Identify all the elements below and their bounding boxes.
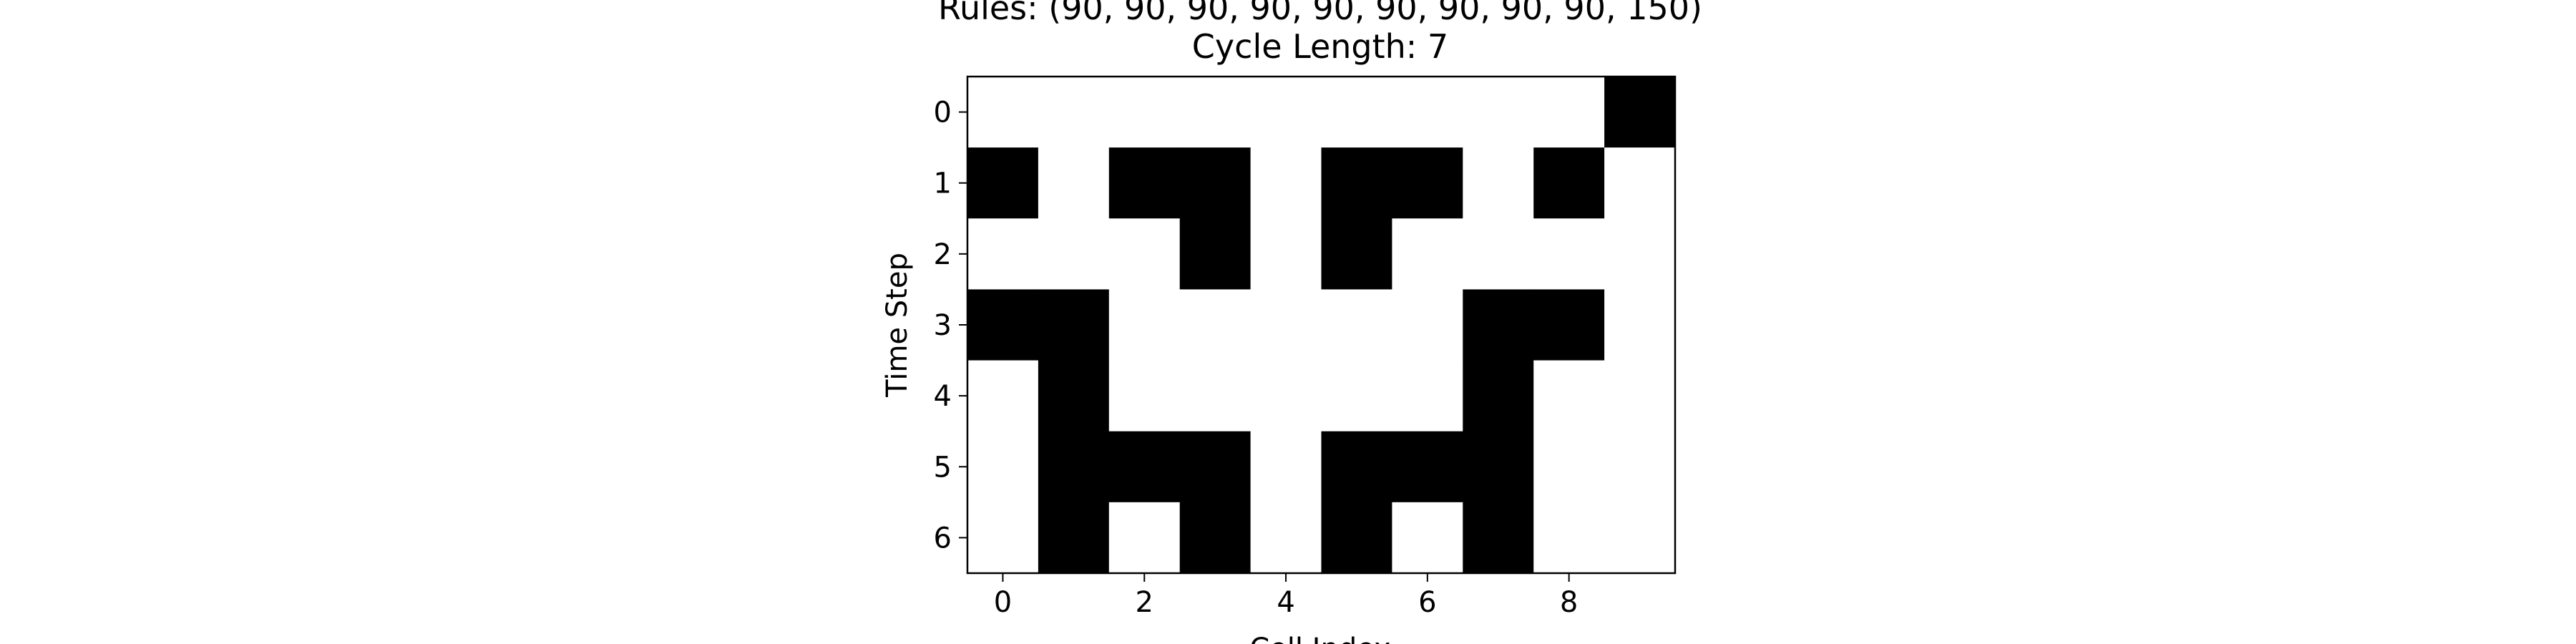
heatmap-cell-r2-c7 — [1463, 218, 1534, 291]
heatmap-cell-r3-c3 — [1179, 289, 1252, 361]
heatmap-cell-r6-c4 — [1250, 502, 1322, 574]
heatmap-cell-r4-c6 — [1392, 360, 1463, 432]
y-axis-label: Time Step — [881, 253, 914, 398]
heatmap-cell-r6-c6 — [1392, 502, 1463, 574]
heatmap-cell-r3-c0 — [967, 289, 1039, 361]
heatmap-cell-r4-c9 — [1604, 360, 1676, 432]
heatmap-cell-r5-c1 — [1038, 431, 1110, 503]
heatmap-cell-r6-c1 — [1038, 502, 1110, 574]
heatmap-cell-r3-c6 — [1392, 289, 1463, 361]
heatmap-cell-r1-c7 — [1463, 147, 1534, 219]
heatmap-cell-r2-c4 — [1250, 218, 1322, 291]
ticks-layer: 0 2 4 6 8 0 1 2 3 4 5 6 — [934, 97, 1579, 619]
heatmap-cell-r4-c8 — [1533, 360, 1605, 432]
heatmap-cell-r0-c8 — [1533, 77, 1605, 148]
heatmap-cell-r0-c7 — [1463, 77, 1534, 148]
heatmap-cell-r6-c8 — [1533, 502, 1605, 574]
heatmap-cell-r4-c0 — [967, 360, 1039, 432]
heatmap-cell-r2-c3 — [1179, 218, 1252, 291]
x-tick-label-8: 8 — [1560, 586, 1578, 619]
heatmap-cell-r4-c1 — [1038, 360, 1110, 432]
x-tick-label-4: 4 — [1277, 586, 1294, 619]
heatmap-cell-r0-c1 — [1038, 77, 1110, 148]
heatmap-cell-r1-c2 — [1108, 147, 1181, 219]
x-tick-label-2: 2 — [1136, 586, 1153, 619]
x-axis-label: Cell Index — [1249, 633, 1391, 644]
heatmap-cell-r3-c1 — [1038, 289, 1110, 361]
y-tick-label-5: 5 — [934, 451, 952, 484]
heatmap-cell-r3-c4 — [1250, 289, 1322, 361]
y-tick-label-6: 6 — [934, 522, 952, 555]
heatmap-cell-r0-c2 — [1108, 77, 1181, 148]
heatmap-cell-r1-c8 — [1533, 147, 1605, 219]
heatmap-cell-r1-c4 — [1250, 147, 1322, 219]
heatmap-cell-r6-c2 — [1108, 502, 1181, 574]
heatmap-cell-r6-c0 — [967, 502, 1039, 574]
heatmap-cell-r0-c4 — [1250, 77, 1322, 148]
heatmap-cell-r1-c6 — [1392, 147, 1463, 219]
cells-layer — [967, 77, 1676, 574]
heatmap-cell-r5-c2 — [1108, 431, 1181, 503]
heatmap-cell-r1-c5 — [1321, 147, 1392, 219]
heatmap-cell-r1-c3 — [1179, 147, 1252, 219]
y-tick-label-2: 2 — [934, 238, 952, 271]
heatmap-cell-r5-c8 — [1533, 431, 1605, 503]
heatmap-cell-r2-c1 — [1038, 218, 1110, 291]
heatmap-cell-r2-c6 — [1392, 218, 1463, 291]
heatmap-cell-r6-c3 — [1179, 502, 1252, 574]
heatmap-cell-r2-c5 — [1321, 218, 1392, 291]
heatmap-cell-r6-c7 — [1463, 502, 1534, 574]
heatmap-cell-r4-c5 — [1321, 360, 1392, 432]
heatmap-cell-r2-c0 — [967, 218, 1039, 291]
y-tick-label-0: 0 — [934, 97, 952, 130]
heatmap-cell-r3-c5 — [1321, 289, 1392, 361]
heatmap-cell-r1-c9 — [1604, 147, 1676, 219]
chart-title-rules: Rules: (90, 90, 90, 90, 90, 90, 90, 90, … — [938, 0, 1702, 27]
heatmap-cell-r0-c0 — [967, 77, 1039, 148]
heatmap-cell-r1-c1 — [1038, 147, 1110, 219]
heatmap-cell-r4-c4 — [1250, 360, 1322, 432]
heatmap-cell-r0-c9 — [1604, 77, 1676, 148]
heatmap-cell-r5-c7 — [1463, 431, 1534, 503]
heatmap-cell-r5-c3 — [1179, 431, 1252, 503]
heatmap-cell-r2-c8 — [1533, 218, 1605, 291]
x-tick-label-0: 0 — [994, 586, 1012, 619]
heatmap-cell-r3-c7 — [1463, 289, 1534, 361]
heatmap-cell-r6-c5 — [1321, 502, 1392, 574]
heatmap-cell-r3-c9 — [1604, 289, 1676, 361]
heatmap-cell-r3-c8 — [1533, 289, 1605, 361]
heatmap-cell-r0-c6 — [1392, 77, 1463, 148]
chart-title-cycle-length: Cycle Length: 7 — [1191, 27, 1449, 66]
heatmap-cell-r6-c9 — [1604, 502, 1676, 574]
heatmap-cell-r4-c7 — [1463, 360, 1534, 432]
heatmap-cell-r2-c2 — [1108, 218, 1181, 291]
heatmap-cell-r1-c0 — [967, 147, 1039, 219]
heatmap-cell-r4-c2 — [1108, 360, 1181, 432]
heatmap-cell-r4-c3 — [1179, 360, 1252, 432]
heatmap-cell-r2-c9 — [1604, 218, 1676, 291]
heatmap-cell-r0-c3 — [1179, 77, 1252, 148]
heatmap-cell-r0-c5 — [1321, 77, 1392, 148]
y-tick-label-3: 3 — [934, 309, 952, 342]
heatmap-cell-r5-c6 — [1392, 431, 1463, 503]
x-tick-label-6: 6 — [1418, 586, 1436, 619]
heatmap-cell-r5-c0 — [967, 431, 1039, 503]
y-tick-label-4: 4 — [934, 380, 952, 413]
heatmap-cell-r5-c5 — [1321, 431, 1392, 503]
heatmap-cell-r5-c4 — [1250, 431, 1322, 503]
y-tick-label-1: 1 — [934, 167, 952, 200]
heatmap-cell-r3-c2 — [1108, 289, 1181, 361]
heatmap-cell-r5-c9 — [1604, 431, 1676, 503]
